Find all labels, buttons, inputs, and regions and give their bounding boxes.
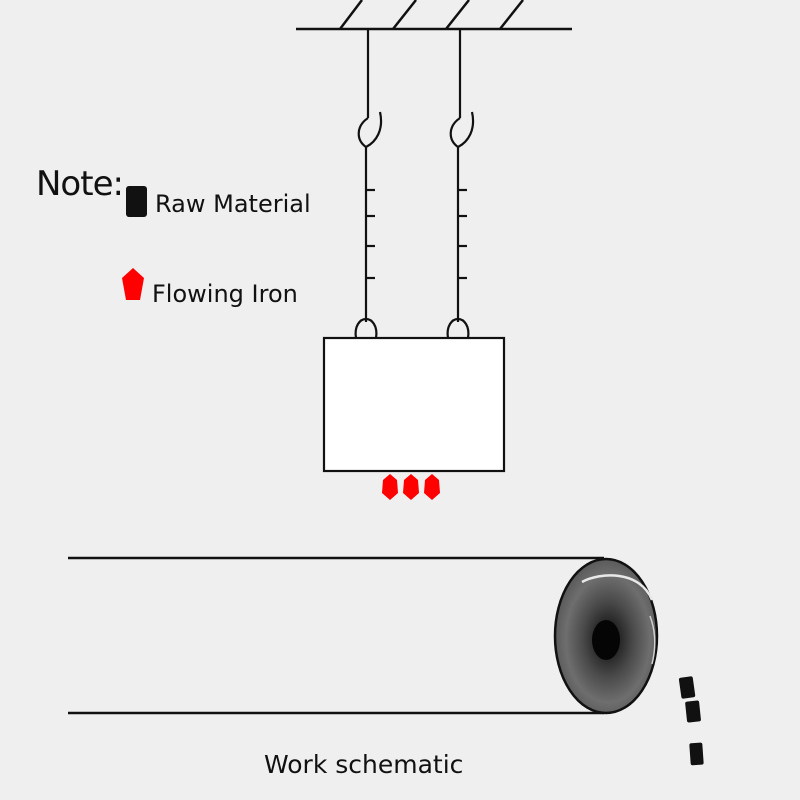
- flowing-iron-drops: [382, 474, 440, 500]
- legend-flowing-iron-label: Flowing Iron: [152, 280, 298, 308]
- raw-material-piece: [689, 742, 704, 766]
- roller-highlight: [581, 574, 654, 601]
- left-cable: [354, 29, 383, 339]
- ceiling-hatch: [392, 0, 417, 30]
- left-lifting-ring: [354, 317, 378, 339]
- raw-material-piece: [678, 676, 696, 699]
- right-hook: [449, 111, 475, 149]
- ceiling-hatch: [499, 0, 524, 30]
- right-lifting-ring: [446, 317, 470, 339]
- flowing-iron-drop: [403, 474, 419, 500]
- roller-rim-highlight: [649, 615, 656, 665]
- ceiling-hatch: [445, 0, 470, 30]
- flowing-iron-drop: [382, 474, 398, 500]
- raw-material-piece: [685, 700, 701, 723]
- right-cable: [446, 29, 475, 339]
- roller-core: [592, 620, 620, 660]
- note-label: Note:: [36, 164, 124, 204]
- ceiling-hatch: [339, 0, 363, 30]
- ladle-box: [322, 336, 506, 473]
- raw-material-pieces: [678, 676, 704, 766]
- legend-raw-material-label: Raw Material: [155, 190, 311, 218]
- legend-raw-material-symbol: [126, 186, 147, 217]
- ceiling: [296, 0, 572, 31]
- flowing-iron-drop: [424, 474, 440, 500]
- legend-flowing-iron-symbol: [122, 268, 144, 300]
- left-hook: [357, 111, 383, 149]
- roller-tube: [68, 556, 659, 715]
- diagram-caption: Work schematic: [264, 750, 464, 779]
